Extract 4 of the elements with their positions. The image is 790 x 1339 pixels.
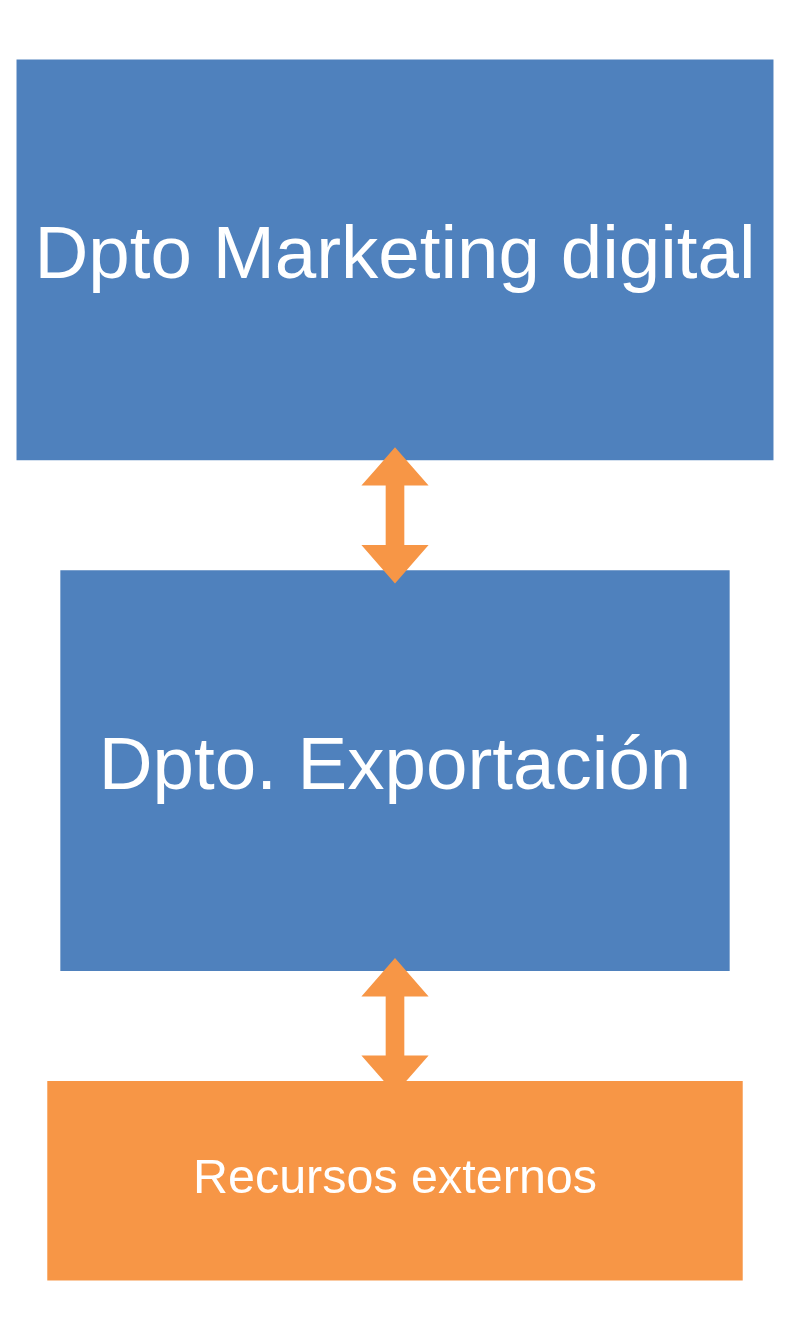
node-box: Dpto Marketing digital xyxy=(14,57,776,462)
arrow xyxy=(361,446,429,583)
node-box: Dpto. Exportación xyxy=(58,567,732,973)
node-box: Recursos externos xyxy=(45,1078,745,1282)
